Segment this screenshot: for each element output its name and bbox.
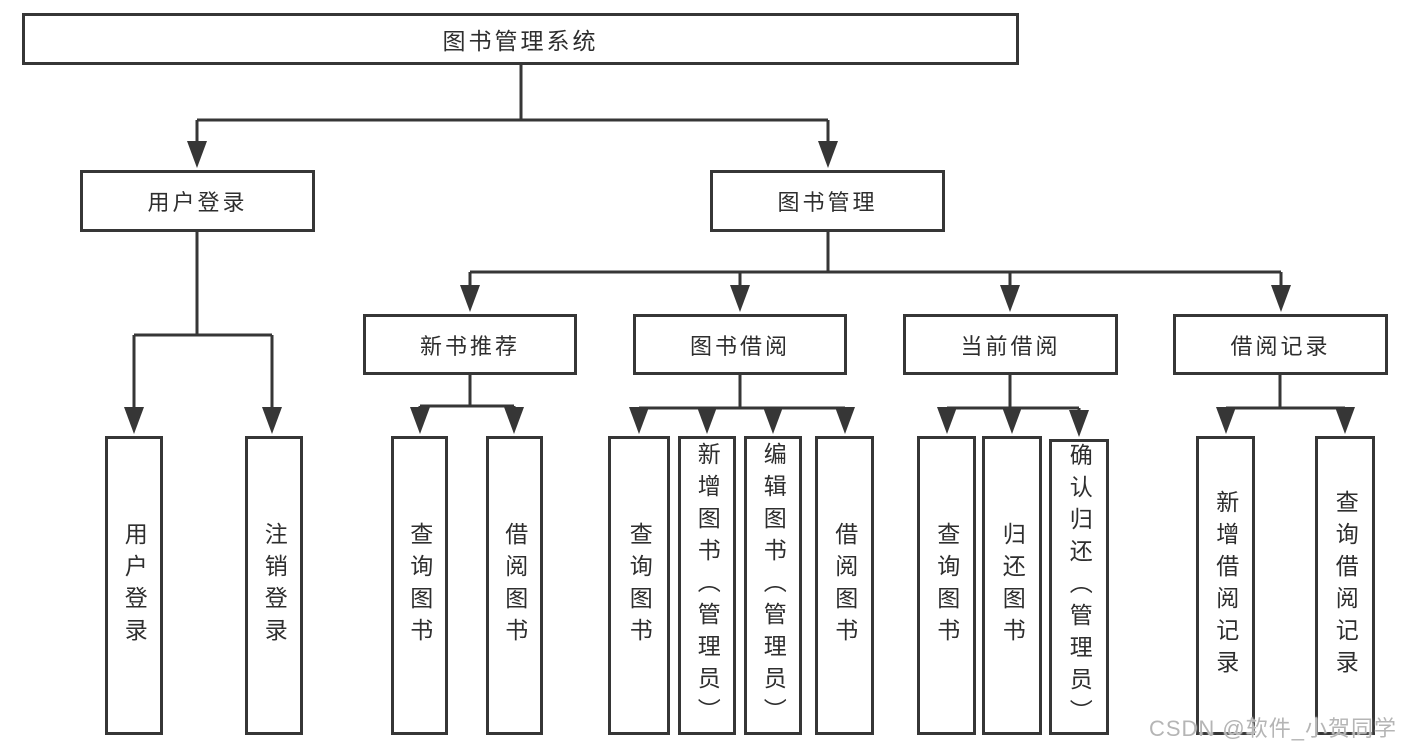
node-label: 借阅记录 [1230, 333, 1331, 359]
node-label: 编辑图书（管理员） [760, 441, 787, 730]
node-label: 当前借阅 [960, 333, 1061, 359]
csdn-watermark: CSDN @软件_小贺同学 [1148, 716, 1397, 741]
leaf-edit-book-admin: 编辑图书（管理员） [744, 436, 802, 735]
leaf-logout: 注销登录 [245, 436, 303, 735]
node-label: 查询借阅记录 [1332, 489, 1359, 682]
node-label: 借阅图书 [501, 521, 528, 650]
leaf-query-borrow-record: 查询借阅记录 [1315, 436, 1375, 735]
node-borrowing-records: 借阅记录 [1173, 314, 1388, 375]
arrowheads-root-to-level2 [187, 141, 838, 168]
connector-borrow-to-leaves [637, 375, 847, 416]
connector-root-to-level2 [195, 65, 830, 150]
connector-newbook-to-leaves [418, 375, 516, 416]
leaf-user-login: 用户登录 [105, 436, 163, 735]
node-label: 图书管理系统 [442, 28, 599, 54]
arrowheads-borrow-to-leaves [629, 407, 855, 434]
node-label: 用户登录 [147, 190, 248, 215]
leaf-borrow-books-2: 借阅图书 [815, 436, 874, 735]
node-book-borrowing: 图书借阅 [633, 314, 847, 375]
node-label: 注销登录 [261, 521, 288, 650]
node-current-borrowing: 当前借阅 [903, 314, 1118, 375]
node-label: 借阅图书 [831, 521, 858, 650]
node-label: 图书管理 [777, 190, 878, 215]
leaf-query-books-3: 查询图书 [917, 436, 976, 735]
arrowheads-userlogin-to-leaves [124, 407, 282, 434]
node-label: 用户登录 [121, 521, 148, 650]
node-label: 新增借阅记录 [1212, 489, 1239, 682]
node-label: 新增图书（管理员） [694, 441, 721, 730]
node-label: 归还图书 [999, 521, 1026, 650]
node-label: 查询图书 [933, 521, 960, 650]
leaf-confirm-return-admin: 确认归还（管理员） [1049, 439, 1109, 735]
connector-userlogin-to-leaves [132, 232, 274, 416]
leaf-add-borrow-record: 新增借阅记录 [1196, 436, 1255, 735]
arrowheads-newbook-to-leaves [410, 407, 524, 434]
leaf-borrow-books-1: 借阅图书 [486, 436, 543, 735]
node-library-management-system: 图书管理系统 [22, 13, 1019, 65]
leaf-query-books-2: 查询图书 [608, 436, 670, 735]
arrowheads-current-to-leaves [937, 407, 1089, 437]
leaf-add-book-admin: 新增图书（管理员） [678, 436, 736, 735]
connector-bookmgmt-to-level3 [468, 232, 1283, 295]
arrowheads-records-to-leaves [1216, 407, 1355, 434]
node-label: 新书推荐 [419, 333, 520, 359]
arrowheads-bookmgmt-to-level3 [460, 285, 1291, 312]
leaf-query-books-1: 查询图书 [391, 436, 448, 735]
node-new-book-recommendation: 新书推荐 [363, 314, 577, 375]
node-label: 图书借阅 [689, 333, 790, 359]
node-label: 确认归还（管理员） [1066, 443, 1093, 731]
node-label: 查询图书 [406, 521, 433, 650]
leaf-return-book: 归还图书 [982, 436, 1042, 735]
node-user-login-group: 用户登录 [80, 170, 315, 232]
node-book-management: 图书管理 [710, 170, 945, 232]
node-label: 查询图书 [626, 521, 653, 650]
connector-records-to-leaves [1224, 375, 1347, 416]
